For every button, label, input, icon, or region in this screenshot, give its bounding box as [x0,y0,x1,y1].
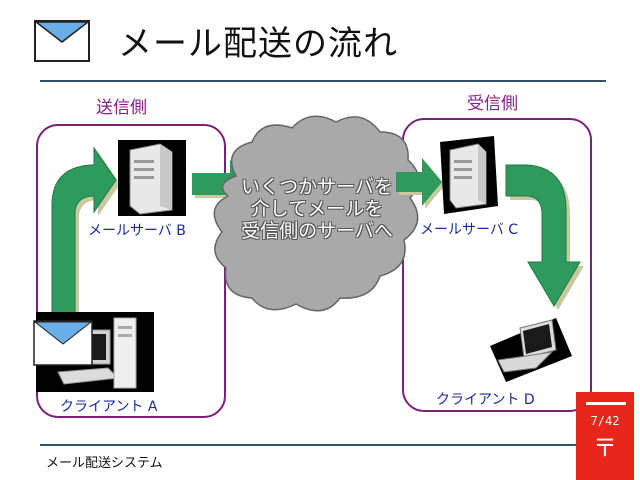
page-number: 7/42 [590,414,620,428]
envelope-icon [34,20,90,62]
laptop-icon [490,318,572,382]
page-badge: 7/42 〒 [576,392,634,480]
server-b-label: メールサーバ B [88,223,186,239]
footer-text: メール配送システム [46,456,163,471]
cloud-caption-line-2: 介してメールを [250,198,384,220]
receiver-group-box [402,118,592,412]
page-title: メール配送の流れ [118,24,398,64]
postal-mark-icon: 〒 [593,434,617,462]
server-tower-icon [440,136,498,214]
title-divider [40,80,606,82]
cloud-caption-line-1: いくつかサーバを [241,176,393,198]
internet-cloud [213,115,420,312]
envelope-icon [33,320,93,366]
client-a-label: クライアント A [60,399,158,415]
cloud-caption: いくつかサーバを 介してメールを 受信側のサーバへ [212,176,422,242]
client-d-label: クライアント D [436,392,535,408]
footer-divider [40,444,606,446]
cloud-caption-line-3: 受信側のサーバへ [241,220,393,242]
sender-group-label: 送信側 [96,98,147,118]
server-c-label: メールサーバ C [420,222,519,238]
badge-bar [586,402,626,405]
receiver-group-label: 受信側 [467,94,518,114]
server-tower-icon [118,140,186,216]
